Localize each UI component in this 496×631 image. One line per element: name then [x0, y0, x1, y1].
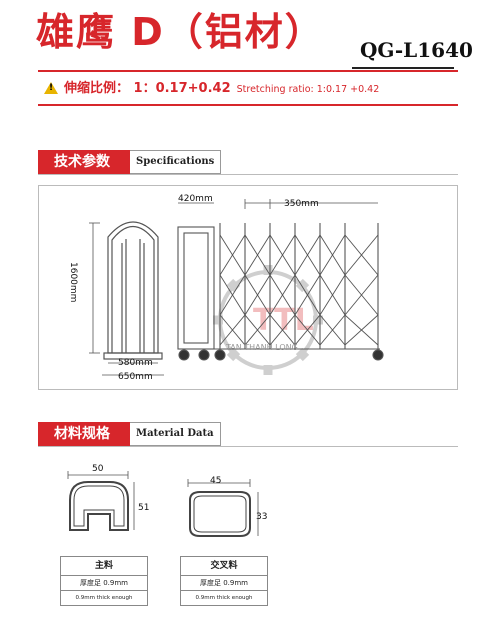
scissor-lattice [219, 234, 379, 346]
gate-side-view [103, 221, 163, 360]
specs-tab-en: Specifications [130, 150, 222, 174]
cross-material-name: 交叉料 [181, 557, 267, 576]
stretch-ratio-cn: 伸缩比例： 1：0.17+0.42 [64, 81, 231, 96]
spec-drawing-frame [38, 185, 458, 390]
dim-base-inner: 580mm [118, 358, 153, 368]
gate-drawing: TTL [89, 199, 384, 376]
cross-width: 45 [210, 476, 222, 486]
main-width: 50 [92, 464, 104, 474]
page-title: 雄鹰 D（铝材） [36, 10, 325, 54]
main-profile-drawing [67, 471, 135, 531]
warning-icon: ! [44, 82, 58, 94]
main-height: 51 [138, 503, 150, 513]
materials-tab-en: Material Data [130, 422, 221, 446]
gate-front-view [177, 226, 384, 361]
watermark-text: TAN THANH LONG [226, 343, 298, 352]
stretch-ratio: 伸缩比例： 1：0.17+0.42 Stretching ratio: 1:0.1… [64, 80, 379, 99]
main-material-name: 主料 [61, 557, 147, 576]
specs-tab: 技术参数 [38, 150, 130, 174]
dim-height: 1600mm [68, 262, 78, 303]
dim-span-top: 350mm [284, 199, 319, 209]
cross-material-table: 交叉料 厚度足 0.9mm 0.9mm thick enough [180, 556, 268, 606]
cross-height: 33 [256, 512, 268, 522]
watermark-logo: TTL [253, 303, 314, 338]
specs-divider [38, 174, 458, 175]
dim-base-outer: 650mm [118, 372, 153, 382]
ratio-rule [38, 104, 458, 106]
stretch-ratio-en: Stretching ratio: 1:0.17 +0.42 [236, 84, 380, 95]
header-rule [38, 70, 458, 72]
model-underline [352, 67, 454, 69]
cross-material-thickness-cn: 厚度足 0.9mm [181, 576, 267, 591]
main-material-thickness-cn: 厚度足 0.9mm [61, 576, 147, 591]
dim-gap-top: 420mm [178, 194, 213, 204]
main-material-thickness-en: 0.9mm thick enough [75, 595, 133, 601]
model-number: QG-L1640 [360, 38, 473, 62]
materials-tab: 材料规格 [38, 422, 130, 446]
cross-material-thickness-en: 0.9mm thick enough [195, 595, 253, 601]
cross-profile-drawing [187, 479, 259, 537]
materials-divider [38, 446, 458, 447]
main-material-table: 主料 厚度足 0.9mm 0.9mm thick enough [60, 556, 148, 606]
scissor-posts [219, 223, 379, 349]
